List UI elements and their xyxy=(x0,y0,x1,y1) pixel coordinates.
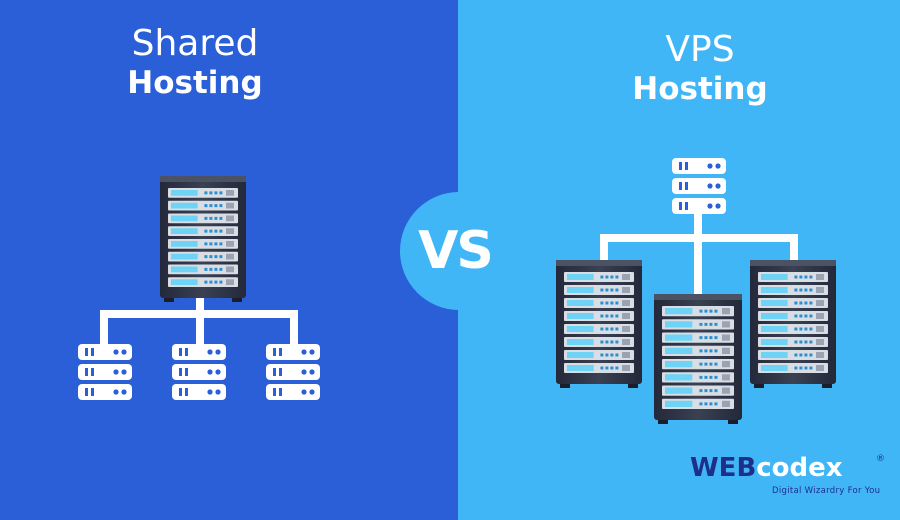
logo-part-codex: codex xyxy=(756,453,843,483)
vps-connector-lines xyxy=(600,210,798,300)
vps-title-line1: VPS xyxy=(665,29,735,70)
logo-part-web: WEB xyxy=(690,453,757,483)
registered-mark: ® xyxy=(876,454,885,464)
webcodex-logo: WEBcodex ® Digital Wizardry For You xyxy=(690,452,886,502)
vs-label: VS xyxy=(418,221,494,281)
shared-hosting-title: Shared Hosting xyxy=(90,24,300,102)
shared-title-line2: Hosting xyxy=(127,65,263,101)
shared-connector-lines xyxy=(100,296,298,346)
logo-tagline: Digital Wizardry For You xyxy=(772,486,881,496)
vps-server-rack-icon-3 xyxy=(750,260,836,388)
vps-title-line2: Hosting xyxy=(632,71,768,107)
shared-client-server-icon-3 xyxy=(266,344,320,400)
logo-wordmark: WEBcodex xyxy=(690,452,843,484)
vs-badge xyxy=(400,192,518,310)
shared-client-server-icon-1 xyxy=(78,344,132,400)
vps-host-server-icon xyxy=(672,158,726,214)
vps-server-rack-icon-2 xyxy=(654,294,742,424)
vps-server-rack-icon-1 xyxy=(556,260,642,388)
shared-title-line1: Shared xyxy=(131,23,259,64)
shared-client-server-icon-2 xyxy=(172,344,226,400)
vps-hosting-title: VPS Hosting xyxy=(590,30,810,108)
shared-main-server-rack-icon xyxy=(160,176,246,302)
